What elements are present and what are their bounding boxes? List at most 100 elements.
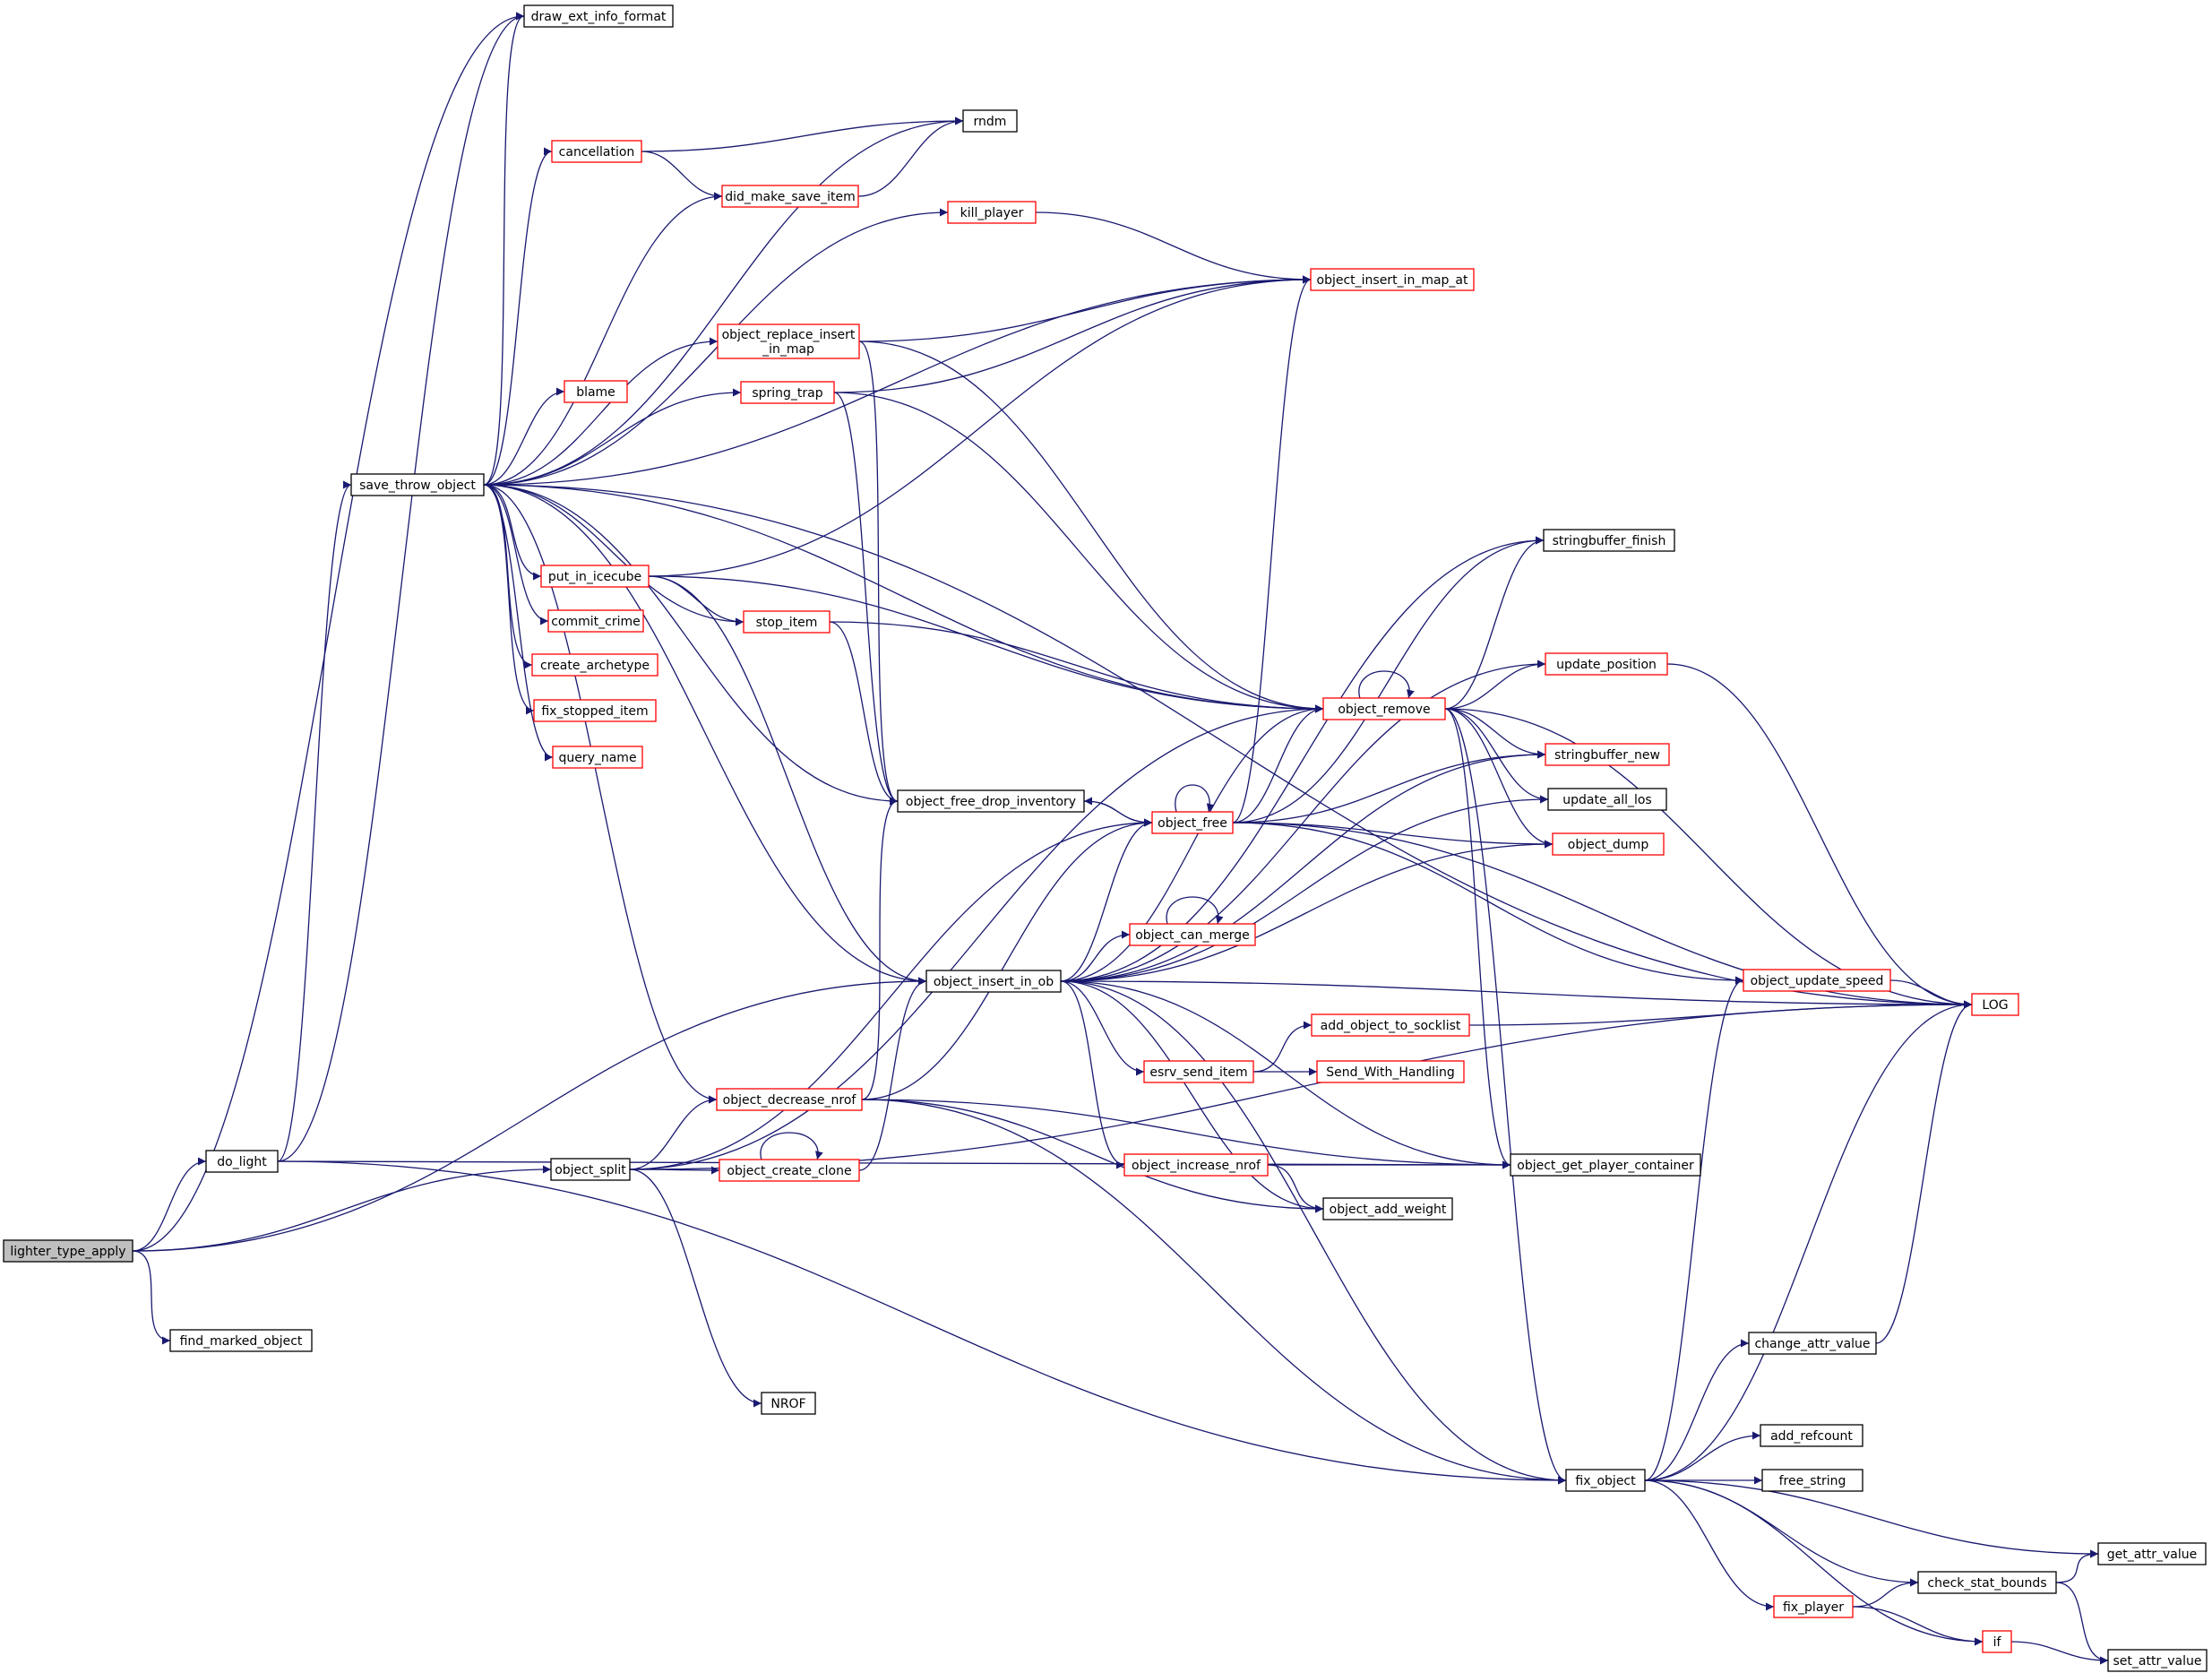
node-fix-player[interactable]: fix_player	[1773, 1595, 1854, 1618]
edge-line	[2055, 1582, 2109, 1665]
node-label: object_decrease_nrof	[723, 1093, 857, 1108]
edge-line	[1060, 750, 1546, 982]
edge-line	[1444, 660, 1546, 710]
node-commit-crime[interactable]: commit_crime	[547, 609, 644, 633]
edge-fix_object-to-add_refcount	[1644, 1431, 1761, 1481]
edge-save_throw_object-to-commit_crime	[483, 484, 549, 625]
edge-object_remove-to-fix_object	[1444, 708, 1567, 1485]
edge-object_insert_in_ob-to-stringbuffer_finish	[1060, 536, 1545, 982]
node-box	[1322, 697, 1446, 720]
node-query-name[interactable]: query_name	[552, 746, 643, 769]
node-layer: lighter_type_applydraw_ext_info_formatrn…	[3, 4, 2208, 1672]
edge-fix_player-to-if	[1852, 1606, 1984, 1646]
node-label: object_get_player_container	[1517, 1159, 1694, 1173]
node-label: LOG	[1982, 998, 2008, 1013]
node-label: lighter_type_apply	[10, 1245, 125, 1259]
edge-line	[1252, 1021, 1313, 1073]
node-find-marked-object: find_marked_object	[169, 1329, 313, 1352]
node-put-in-icecube[interactable]: put_in_icecube	[540, 565, 650, 588]
edge-lighter_type_apply-to-object_insert_in_ob	[132, 977, 927, 1252]
node-stringbuffer-finish: stringbuffer_finish	[1543, 529, 1675, 552]
edge-line	[132, 1250, 171, 1345]
node-object-add-weight: object_add_weight	[1322, 1197, 1453, 1220]
edge-line	[1666, 663, 1973, 1009]
node-object-free[interactable]: object_free	[1151, 811, 1234, 834]
edge-line	[648, 575, 745, 626]
edge-fix_object-to-LOG	[1644, 1000, 1973, 1481]
edge-object_remove-to-object_remove	[1358, 670, 1415, 699]
edge-fix_object-to-check_stat_bounds	[1644, 1479, 1919, 1587]
edge-line	[1060, 704, 1324, 982]
node-esrv-send-item[interactable]: esrv_send_item	[1143, 1060, 1254, 1083]
node-object-create-clone[interactable]: object_create_clone	[719, 1159, 860, 1182]
edge-object_remove-to-object_get_player_container	[1444, 708, 1511, 1169]
node-if[interactable]: if	[1982, 1630, 2012, 1653]
edge-object_decrease_nrof-to-object_free_drop_inventory	[861, 797, 899, 1100]
edge-object_split-to-object_decrease_nrof	[629, 1095, 718, 1170]
node-box	[523, 4, 674, 28]
node-box	[1761, 1469, 1863, 1492]
edge-line	[648, 575, 1324, 713]
node-kill-player[interactable]: kill_player	[947, 201, 1037, 224]
edge-line	[648, 275, 1312, 577]
edge-stop_item-to-object_free_drop_inventory	[829, 621, 899, 806]
node-object-can-merge[interactable]: object_can_merge	[1129, 923, 1256, 946]
edge-line	[483, 275, 1312, 486]
edge-line	[1444, 708, 1567, 1485]
edge-line	[1267, 1164, 1324, 1213]
edge-object_insert_in_ob-to-object_add_weight	[1060, 980, 1324, 1213]
node-box	[1316, 1060, 1465, 1083]
edge-object_decrease_nrof-to-object_add_weight	[861, 1099, 1324, 1213]
node-fix-stopped-item[interactable]: fix_stopped_item	[533, 699, 657, 722]
node-box	[743, 610, 831, 634]
edge-put_in_icecube-to-stop_item	[648, 575, 745, 626]
edge-fix_object-to-get_attr_value	[1644, 1479, 2099, 1558]
node-stringbuffer-new[interactable]: stringbuffer_new	[1545, 743, 1670, 766]
edge-line	[861, 1099, 1567, 1485]
node-cancellation[interactable]: cancellation	[551, 140, 642, 163]
node-object-update-speed[interactable]: object_update_speed	[1743, 969, 1891, 992]
node-box	[550, 1158, 631, 1181]
node-object-replace-insert-in-map[interactable]: object_replace_insert_in_map	[717, 323, 860, 359]
node-add-object-to-socklist[interactable]: add_object_to_socklist	[1311, 1013, 1470, 1037]
node-box	[531, 653, 658, 677]
edge-line	[277, 12, 525, 1162]
node-label: object_insert_in_map_at	[1317, 273, 1469, 288]
node-check-stat-bounds: check_stat_bounds	[1917, 1571, 2057, 1594]
node-blame[interactable]: blame	[564, 380, 628, 403]
edge-line	[2010, 1641, 2109, 1665]
edge-save_throw_object-to-object_replace_insert_in_map	[483, 337, 719, 486]
node-update-position[interactable]: update_position	[1545, 652, 1668, 676]
edge-line	[1060, 980, 1567, 1485]
edge-line	[483, 484, 549, 625]
node-object-insert-in-map-at[interactable]: object_insert_in_map_at	[1310, 268, 1475, 291]
node-box	[897, 789, 1085, 813]
node-box	[1510, 1153, 1701, 1177]
edge-object_insert_in_ob-to-object_can_merge	[1060, 930, 1131, 982]
node-object-remove[interactable]: object_remove	[1322, 697, 1446, 720]
edge-fix_object-to-fix_player	[1644, 1479, 1775, 1611]
edge-line	[483, 484, 899, 806]
node-send-with-handling[interactable]: Send_With_Handling	[1316, 1060, 1465, 1083]
edge-object_free-to-LOG	[1232, 822, 1973, 1009]
node-log[interactable]: LOG	[1971, 993, 2019, 1016]
node-stop-item[interactable]: stop_item	[743, 610, 831, 634]
edge-line	[483, 388, 742, 486]
node-spring-trap[interactable]: spring_trap	[740, 381, 835, 404]
node-create-archetype[interactable]: create_archetype	[531, 653, 658, 677]
edge-line	[1232, 822, 1973, 1009]
node-lighter-type-apply[interactable]: lighter_type_apply	[3, 1239, 133, 1263]
edge-line	[1875, 1000, 1973, 1344]
node-did-make-save-item[interactable]: did_make_save_item	[721, 185, 859, 208]
edge-line	[483, 484, 542, 581]
edge-line	[858, 977, 927, 1171]
edge-line	[483, 12, 525, 486]
node-object-increase-nrof[interactable]: object_increase_nrof	[1123, 1153, 1269, 1177]
node-label: object_can_merge	[1135, 928, 1250, 943]
edge-line	[1060, 980, 1511, 1169]
edge-fix_object-to-if	[1644, 1479, 1984, 1646]
node-object-decrease-nrof[interactable]: object_decrease_nrof	[716, 1088, 863, 1111]
edge-fix_object-to-object_update_speed	[1644, 976, 1744, 1481]
node-object-dump[interactable]: object_dump	[1552, 832, 1665, 856]
node-box	[1565, 1469, 1646, 1492]
